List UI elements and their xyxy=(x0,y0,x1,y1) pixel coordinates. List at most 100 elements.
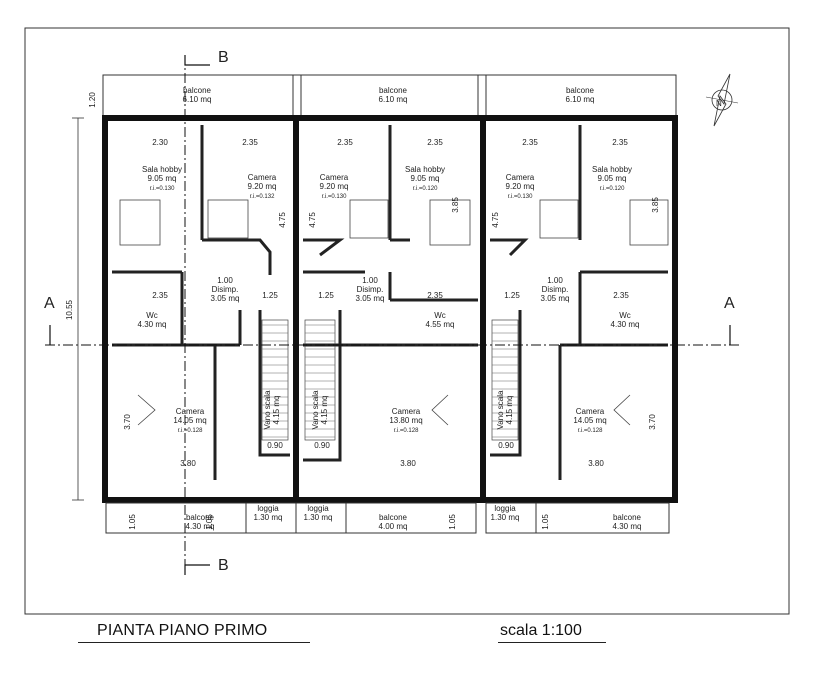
room-text: Wc xyxy=(146,311,158,320)
sheet-frame xyxy=(24,27,790,615)
room-text: 4.30 mq xyxy=(613,522,642,531)
stair-treads xyxy=(262,324,518,438)
dimension-label: 0.90 xyxy=(498,441,514,450)
dimension-label: 1.20 xyxy=(88,92,97,108)
dimension-label: 1.05 xyxy=(541,514,550,530)
room-text: 9.05 mq xyxy=(598,174,627,183)
dimension-label: 3.70 xyxy=(648,414,657,430)
title-underline xyxy=(78,642,310,643)
room-text: Sala hobby xyxy=(142,165,182,174)
dimension-label: 1.25 xyxy=(318,291,334,300)
room-text: 4.30 mq xyxy=(611,320,640,329)
dimension-label: 1.05 xyxy=(448,514,457,530)
dimension-label: 2.35 xyxy=(337,138,353,147)
room-text: loggia xyxy=(257,504,279,513)
bottom-balconies xyxy=(105,502,670,534)
room-text: r.i.=0.130 xyxy=(322,194,348,200)
stairs xyxy=(261,319,519,441)
room-text: Disimp. xyxy=(542,285,569,294)
room-text: 6.10 mq xyxy=(379,95,408,104)
room-text: 6.10 mq xyxy=(566,95,595,104)
dimension-label: 0.90 xyxy=(314,441,330,450)
drawing-scale: scala 1:100 xyxy=(500,622,582,639)
room-text: 4.00 mq xyxy=(379,522,408,531)
room-text: r.i.=0.120 xyxy=(413,186,439,192)
room-text: Wc xyxy=(619,311,631,320)
dimension-label: 4.75 xyxy=(308,212,317,228)
dimension-label: 2.35 xyxy=(522,138,538,147)
room-text: 4.55 mq xyxy=(426,320,455,329)
dimension-label: 3.80 xyxy=(400,459,416,468)
room-text: 9.20 mq xyxy=(248,182,277,191)
room-text: 3.05 mq xyxy=(541,294,570,303)
dimension-label: 2.35 xyxy=(427,291,443,300)
room-text: 4.15 mq xyxy=(505,396,514,425)
room-text: r.i.=0.130 xyxy=(508,194,534,200)
section-a-left: A xyxy=(44,295,55,312)
room-text: 1.00 xyxy=(362,276,378,285)
room-text: 13.80 mq xyxy=(389,416,422,425)
interior-walls xyxy=(112,125,668,480)
room-text: Camera xyxy=(392,407,421,416)
overall-dimension xyxy=(72,117,84,501)
room-text: 1.30 mq xyxy=(491,513,520,522)
dimension-label: 1.05 xyxy=(205,514,214,530)
dimension-label: 2.35 xyxy=(427,138,443,147)
dimension-label: 4.75 xyxy=(491,212,500,228)
room-text: 1.00 xyxy=(547,276,563,285)
room-text: balcone xyxy=(566,86,595,95)
dimension-label: 2.35 xyxy=(613,291,629,300)
north-arrow-icon: N xyxy=(705,73,739,127)
room-text: r.i.=0.130 xyxy=(150,186,176,192)
section-b-top: B xyxy=(218,49,229,66)
room-text: r.i.=0.120 xyxy=(600,186,626,192)
room-text: 1.30 mq xyxy=(254,513,283,522)
room-text: 4.30 mq xyxy=(186,522,215,531)
room-text: Disimp. xyxy=(212,285,239,294)
section-b-bottom: B xyxy=(218,557,229,574)
room-text: Vano scala xyxy=(496,390,505,430)
room-text: 1.30 mq xyxy=(304,513,333,522)
section-a-right: A xyxy=(724,295,735,312)
drawing-title: PIANTA PIANO PRIMO xyxy=(97,622,268,639)
dimension-label: 1.05 xyxy=(128,514,137,530)
room-text: Camera xyxy=(320,173,349,182)
dimension-label: 1.25 xyxy=(262,291,278,300)
room-text: Sala hobby xyxy=(405,165,445,174)
room-text: r.i.=0.128 xyxy=(178,428,204,434)
dimension-label: 1.25 xyxy=(504,291,520,300)
dimension-label: 2.35 xyxy=(242,138,258,147)
room-text: 1.00 xyxy=(217,276,233,285)
room-text: balcone xyxy=(613,513,642,522)
dimension-label: 2.35 xyxy=(612,138,628,147)
dimension-label: 4.75 xyxy=(278,212,287,228)
room-text: 3.05 mq xyxy=(356,294,385,303)
outer-walls xyxy=(102,115,678,503)
room-label-wc-3: Wc4.30 mq xyxy=(611,311,640,329)
room-text: balcone xyxy=(183,86,212,95)
scale-underline xyxy=(498,642,606,643)
room-text: 14.05 mq xyxy=(173,416,206,425)
party-walls xyxy=(293,118,486,500)
